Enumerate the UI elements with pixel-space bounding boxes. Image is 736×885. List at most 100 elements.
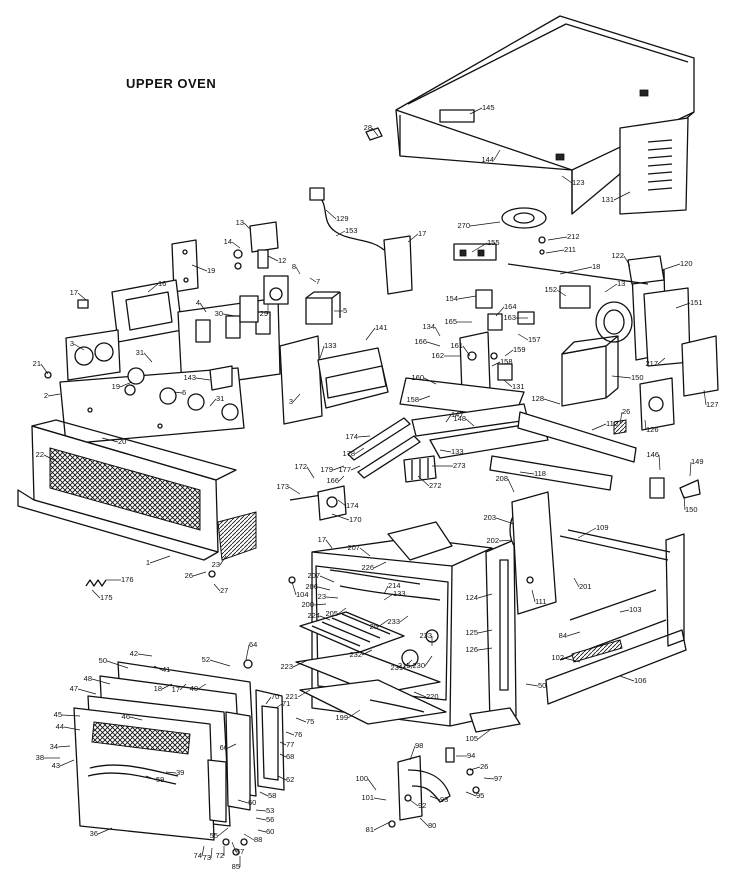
callout-label: 62 bbox=[286, 775, 294, 784]
callout-label: 149 bbox=[691, 457, 704, 466]
callout-label: 1 bbox=[146, 558, 150, 567]
callout-leader bbox=[243, 833, 255, 841]
callout-label: 232 bbox=[349, 650, 362, 659]
callout-label: 133 bbox=[451, 447, 464, 456]
callout-leader bbox=[309, 277, 317, 283]
callout-leader bbox=[145, 775, 157, 781]
callout-label: 153 bbox=[345, 226, 358, 235]
callout-leader bbox=[231, 241, 241, 249]
callout-label: 53 bbox=[266, 806, 274, 815]
callout-leader bbox=[237, 799, 249, 804]
callout-leader bbox=[201, 845, 205, 857]
callout-leader bbox=[297, 689, 311, 698]
callout-leader bbox=[288, 486, 301, 495]
callout-label: 158 bbox=[500, 357, 513, 366]
callout-label: 109 bbox=[596, 523, 609, 532]
callout-label: 166 bbox=[414, 337, 427, 346]
callout-label: 173 bbox=[276, 482, 289, 491]
callout-label: 13 bbox=[617, 279, 625, 288]
callout-leader bbox=[255, 817, 267, 821]
callout-leader bbox=[361, 649, 373, 656]
callout-leader bbox=[547, 236, 568, 241]
callout-label: 27 bbox=[220, 586, 228, 595]
callout-leader bbox=[477, 629, 493, 634]
callout-leader bbox=[619, 609, 630, 613]
callout-leader bbox=[137, 653, 153, 657]
callout-leader bbox=[507, 478, 515, 493]
callout-label: 55 bbox=[210, 831, 218, 840]
relay-transformer bbox=[263, 275, 341, 325]
callout-label: 19 bbox=[207, 266, 215, 275]
callout-label: 80 bbox=[428, 821, 436, 830]
callout-label: 26 bbox=[480, 762, 488, 771]
callout-leader bbox=[566, 631, 581, 637]
callout-leader bbox=[275, 703, 283, 709]
callout-leader bbox=[469, 107, 483, 115]
side-panel bbox=[469, 491, 557, 733]
callout-label: 159 bbox=[513, 345, 526, 354]
callout-label: 34 bbox=[50, 742, 58, 751]
callout-label: 76 bbox=[294, 730, 302, 739]
callout-leader bbox=[623, 255, 631, 267]
callout-label: 72 bbox=[216, 851, 224, 860]
callout-leader bbox=[477, 729, 491, 740]
callout-leader bbox=[457, 295, 477, 300]
control-bracket bbox=[171, 235, 413, 295]
callout-leader bbox=[40, 363, 49, 375]
callout-leader bbox=[147, 283, 159, 293]
callout-label: 16 bbox=[158, 279, 166, 288]
callout-label: 95 bbox=[476, 791, 484, 800]
callout-leader bbox=[222, 313, 236, 317]
callout-leader bbox=[129, 716, 143, 721]
insulation-box bbox=[561, 335, 719, 435]
callout-leader bbox=[119, 381, 133, 388]
callout-leader bbox=[573, 577, 580, 588]
callout-label: 145 bbox=[482, 103, 495, 112]
callout-label: 21 bbox=[33, 359, 41, 368]
callout-leader bbox=[231, 841, 237, 853]
callout-leader bbox=[371, 127, 379, 137]
callout-label: 133 bbox=[393, 589, 406, 598]
callout-leader bbox=[462, 345, 471, 357]
callout-leader bbox=[545, 249, 565, 254]
callout-leader bbox=[97, 827, 113, 835]
callout-leader bbox=[383, 585, 389, 595]
callout-label: 8 bbox=[292, 262, 296, 271]
callout-leader bbox=[331, 513, 350, 521]
oven-door-assembly bbox=[73, 661, 285, 841]
callout-label: 66 bbox=[220, 743, 228, 752]
callout-leader bbox=[383, 593, 394, 601]
callout-leader bbox=[354, 447, 365, 455]
callout-label: 3 bbox=[289, 397, 293, 406]
callout-leader bbox=[161, 683, 173, 690]
callout-label: 46 bbox=[122, 712, 130, 721]
callout-leader bbox=[149, 555, 171, 564]
callout-leader bbox=[619, 411, 623, 425]
callout-label: 71 bbox=[282, 699, 290, 708]
callout-label: 41 bbox=[162, 665, 170, 674]
callout-leader bbox=[101, 437, 119, 443]
callout-leader bbox=[559, 266, 593, 275]
callout-label: 81 bbox=[366, 825, 374, 834]
door-hinge bbox=[388, 747, 480, 828]
callout-label: 4 bbox=[196, 298, 200, 307]
callout-label: 23 bbox=[212, 560, 220, 569]
callout-leader bbox=[434, 326, 441, 337]
screw-part bbox=[44, 371, 52, 379]
callout-label: 44 bbox=[56, 722, 64, 731]
callout-label: 124 bbox=[465, 593, 478, 602]
callout-leader bbox=[619, 675, 635, 682]
callout-label: 164 bbox=[504, 302, 517, 311]
callout-label: 129 bbox=[336, 214, 349, 223]
callout-label: 126 bbox=[646, 425, 659, 434]
callout-leader bbox=[373, 797, 387, 801]
callout-label: 172 bbox=[294, 462, 307, 471]
callout-label: 144 bbox=[481, 155, 494, 164]
callout-leader bbox=[306, 466, 315, 479]
oven-rails bbox=[399, 377, 637, 491]
callout-leader bbox=[613, 191, 631, 201]
callout-leader bbox=[495, 306, 505, 317]
callout-leader bbox=[243, 222, 251, 230]
callout-label: 150 bbox=[685, 505, 698, 514]
callout-leader bbox=[471, 242, 488, 253]
